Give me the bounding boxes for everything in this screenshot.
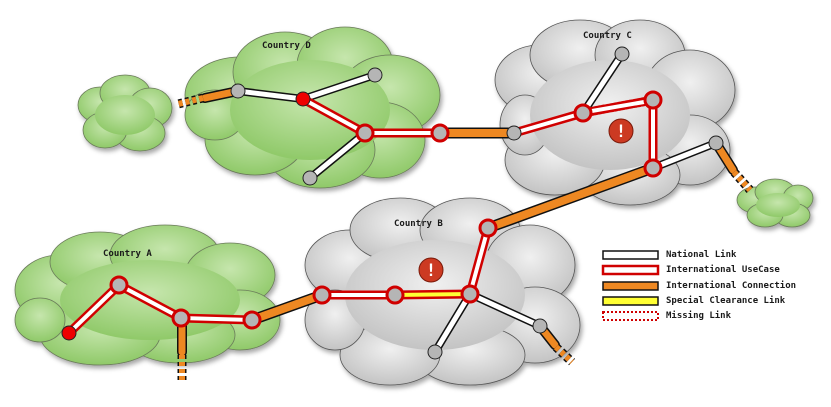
node	[460, 284, 480, 304]
node	[367, 67, 383, 83]
missing-link	[578, 95, 658, 118]
node	[478, 218, 498, 238]
node	[302, 170, 318, 186]
international-connections	[177, 86, 738, 357]
node	[506, 125, 522, 141]
node	[708, 135, 724, 151]
links	[64, 50, 754, 380]
label-country-d: Country D	[262, 41, 311, 51]
international-usecase-links	[64, 94, 658, 338]
legend-label-missing-link: Missing Link	[666, 311, 732, 321]
node	[109, 275, 129, 295]
legend-label-international-usecase: International UseCase	[666, 265, 780, 275]
legend-label-international-connection: International Connection	[666, 281, 797, 291]
legend	[601, 250, 660, 321]
warning-icon: !	[608, 118, 634, 144]
dashed-stubs	[176, 93, 754, 380]
node	[643, 90, 663, 110]
legend-swatch-national-link	[602, 250, 659, 260]
node	[430, 123, 450, 143]
special-clearance-link	[390, 289, 475, 300]
endpoint-node	[61, 325, 77, 341]
node	[355, 123, 375, 143]
node	[573, 103, 593, 123]
node	[230, 83, 246, 99]
svg-text:!: !	[426, 261, 436, 281]
cloud-small-right	[736, 178, 814, 228]
legend-swatch-international-connection	[602, 281, 659, 291]
legend-swatch-international-usecase	[601, 264, 660, 276]
label-country-a: Country A	[103, 249, 152, 259]
label-country-c: Country C	[583, 31, 632, 41]
node	[614, 46, 630, 62]
label-country-b: Country B	[394, 219, 443, 229]
node	[427, 344, 443, 360]
legend-swatch-missing-link	[602, 311, 659, 321]
node	[385, 285, 405, 305]
node	[532, 318, 548, 334]
national-links	[234, 50, 720, 356]
legend-swatch-special-clearance	[602, 296, 659, 306]
cloud-country-a	[14, 224, 281, 366]
node	[643, 158, 663, 178]
warning-icon: !	[418, 257, 444, 283]
legend-label-national-link: National Link	[666, 250, 737, 260]
legend-label-special-clearance-link: Special Clearance Link	[666, 296, 786, 306]
node	[242, 310, 262, 330]
endpoint-node	[295, 91, 311, 107]
cloud-small-left	[77, 74, 173, 152]
node	[171, 308, 191, 328]
nodes	[61, 46, 724, 360]
node	[312, 285, 332, 305]
svg-text:!: !	[616, 122, 626, 142]
